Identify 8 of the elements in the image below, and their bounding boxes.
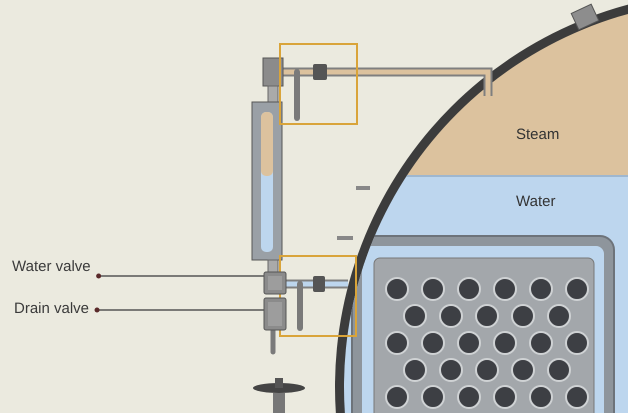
region-label: Water — [516, 193, 556, 210]
callout-label: Drain valve — [14, 300, 90, 317]
region-label: Steam — [516, 126, 560, 143]
valve-drawing — [264, 298, 286, 330]
leader-line — [96, 274, 264, 278]
callout-label: Water valve — [12, 258, 91, 275]
valve-drawing — [264, 272, 286, 294]
leader-line — [94, 308, 264, 312]
